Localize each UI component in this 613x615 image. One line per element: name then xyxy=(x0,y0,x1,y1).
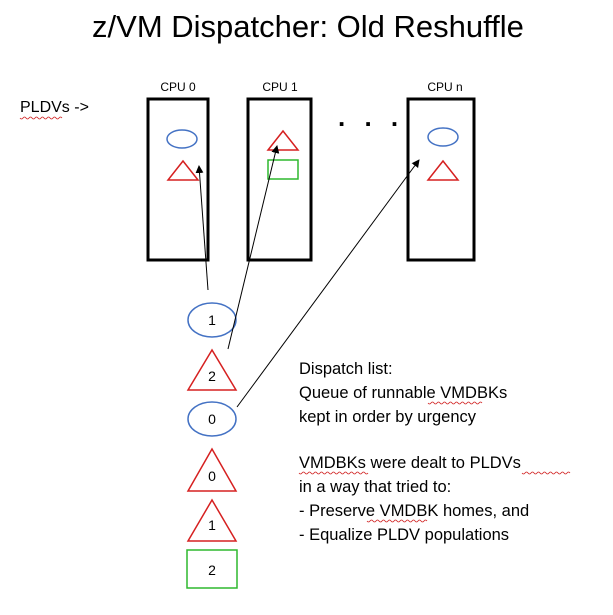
note-line-2: Queue of runnable VMDBKs xyxy=(299,384,507,402)
cpu-label-0: CPU 0 xyxy=(160,80,196,94)
queue-label-3: 0 xyxy=(208,411,216,427)
pldv-label: PLDVs -> xyxy=(20,99,89,116)
note-line-4: VMDBKs were dealt to PLDVs xyxy=(299,454,521,472)
cpu-label-1: CPU 1 xyxy=(262,80,298,94)
queue-label-4: 0 xyxy=(208,468,216,484)
spellcheck-underline xyxy=(298,471,369,475)
cpu1-triangle xyxy=(266,129,300,151)
cpu-label-n: CPU n xyxy=(427,80,462,94)
queue-item-triangle-2 xyxy=(186,348,238,391)
queue-label-6: 2 xyxy=(208,562,216,578)
queue-label-2: 2 xyxy=(208,368,216,384)
queue-item-ellipse-1 xyxy=(187,302,237,338)
spellcheck-underline xyxy=(521,471,571,475)
cpun-ellipse xyxy=(427,127,459,147)
cpu0-ellipse xyxy=(166,129,198,149)
cpu1-rectangle xyxy=(267,159,299,180)
spellcheck-underline xyxy=(427,401,483,405)
ellipsis-dots: . . . xyxy=(338,102,404,132)
queue-item-rectangle-6 xyxy=(186,549,238,589)
spellcheck-underline xyxy=(366,519,428,523)
page-title: z/VM Dispatcher: Old Reshuffle xyxy=(92,9,524,44)
note-line-5: in a way that tried to: xyxy=(299,478,451,496)
cpun-triangle xyxy=(426,159,460,181)
queue-item-triangle-5 xyxy=(186,498,238,542)
note-line-6: - Preserve VMDBK homes, and xyxy=(299,502,529,520)
queue-item-ellipse-3 xyxy=(187,401,237,437)
note-line-1: Dispatch list: xyxy=(299,360,393,378)
spellcheck-underline xyxy=(19,116,63,120)
queue-item-triangle-4 xyxy=(186,447,238,492)
arrow-2-to-cpu1 xyxy=(227,145,280,350)
queue-label-5: 1 xyxy=(208,517,216,533)
note-line-3: kept in order by urgency xyxy=(299,408,477,426)
arrow-0-to-cpun xyxy=(236,159,420,408)
cpu0-triangle xyxy=(166,159,200,181)
arrow-1-to-cpu0 xyxy=(195,165,209,291)
note-line-7: - Equalize PLDV populations xyxy=(299,526,509,544)
queue-label-1: 1 xyxy=(208,312,216,328)
